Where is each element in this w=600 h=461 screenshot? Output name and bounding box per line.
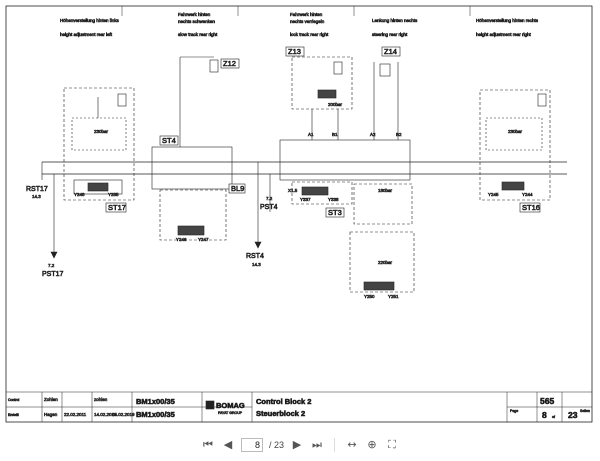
box-label-st3: ST3 xyxy=(328,208,342,217)
tb-date-1: 22.02.2011 xyxy=(64,412,87,417)
tb-total: 23 xyxy=(568,410,578,420)
header-3-line1b: nechts verriegeln xyxy=(290,19,325,24)
tb-model: BM1x00/35 xyxy=(136,397,175,406)
valve-label-y250: Y250 xyxy=(364,294,375,299)
box-label-bl9: BL9 xyxy=(231,184,244,193)
fit-width-icon[interactable]: ↔ xyxy=(347,438,357,451)
tb-company: BOMAG xyxy=(216,401,245,410)
tb-seiten-label: Seiten xyxy=(580,409,590,413)
box-label-st17: ST17 xyxy=(108,203,126,212)
box-label-st16: ST16 xyxy=(522,203,540,212)
ref-pst17: PST17 xyxy=(42,271,64,278)
ref-rst17-num: 14.3 xyxy=(32,194,41,199)
box-label-z13: Z13 xyxy=(288,47,301,56)
next-page-icon[interactable]: ▶ xyxy=(292,438,302,451)
first-page-icon[interactable]: ⏮ xyxy=(203,437,213,451)
box-st3 xyxy=(325,207,345,218)
port-b2: B2 xyxy=(396,132,402,137)
hydraulic-schematic: Höhenverstellung hinten links height adj… xyxy=(5,5,593,423)
ref-pst4: PST4 xyxy=(260,204,278,211)
box-z13 xyxy=(285,46,305,57)
header-5-line2: height adjustment rear right xyxy=(476,32,532,37)
box-bl9 xyxy=(228,183,246,194)
pressure-label-st3: 180bar xyxy=(378,188,393,193)
tb-page-label: Page xyxy=(510,409,518,413)
tb-approved: zohlen xyxy=(94,397,108,402)
header-4-line1: Lenkung hinten nechts xyxy=(372,18,418,23)
box-label-z14: Z14 xyxy=(384,47,397,56)
zoom-icon[interactable]: ⊕ xyxy=(367,438,377,451)
valve-label-x15: X1.5 xyxy=(288,188,298,193)
pressure-label-left: 230bar xyxy=(94,129,109,134)
pressure-label-right: 230bar xyxy=(508,129,523,134)
box-st16 xyxy=(519,202,541,213)
ref-pst17-num: 7.2 xyxy=(48,263,55,268)
port-a2: A2 xyxy=(370,132,376,137)
tb-of-label: of xyxy=(552,415,555,419)
tb-title-en: Control Block 2 xyxy=(256,397,311,406)
tb-name-1: Zohlen xyxy=(44,397,58,402)
header-3-line1: Fahrwerk hinten xyxy=(290,12,323,17)
valve-label-y247: Y247 xyxy=(198,237,209,242)
header-1-line2: height adjustment rear left xyxy=(60,32,113,37)
previous-page-icon[interactable]: ◀ xyxy=(223,438,233,451)
ref-rst4-num: 14.3 xyxy=(252,262,261,267)
toolbar-divider xyxy=(334,437,335,452)
tb-model-2: BM1x00/35 xyxy=(136,410,175,419)
ref-pst4-num: 7.2 xyxy=(266,196,273,201)
ref-rst4: RST4 xyxy=(246,253,264,260)
tb-drawing-no: 565 xyxy=(540,396,554,406)
tb-company-sub: FAYAT GROUP xyxy=(218,411,243,415)
tb-approved-date: 04.02.2019 xyxy=(112,412,135,417)
box-z12 xyxy=(220,58,240,69)
valve-label-y338: Y338 xyxy=(328,197,339,202)
tb-row-label-1: Control xyxy=(8,398,20,402)
valve-label-y245: Y245 xyxy=(488,192,499,197)
header-3-line2: lock track rear right xyxy=(290,32,329,37)
port-a1: A1 xyxy=(308,132,314,137)
header-2-line1b: nechts schwenken xyxy=(178,19,216,24)
schematic-page: Höhenverstellung hinten links height adj… xyxy=(2,2,598,426)
ref-rst17: RST17 xyxy=(26,186,48,193)
pressure-label-z13: 200bar xyxy=(328,102,343,107)
valve-label-y244: Y244 xyxy=(522,192,533,197)
fullscreen-icon[interactable]: ⛶ xyxy=(388,437,396,451)
tb-page: 8 xyxy=(542,410,547,420)
valve-label-y337: Y337 xyxy=(300,197,311,202)
port-b1: B1 xyxy=(332,132,338,137)
box-label-st4: ST4 xyxy=(162,136,176,145)
header-5-line1: Höhenverstellung hinten rechts xyxy=(476,18,539,23)
last-page-icon[interactable]: ⏭ xyxy=(312,437,322,451)
bomag-logo-icon xyxy=(205,400,215,410)
tb-title-de: Steuerblock 2 xyxy=(256,409,305,418)
header-2-line2: slow track rear right xyxy=(178,32,218,37)
box-label-z12: Z12 xyxy=(223,59,236,68)
header-2-line1: Fahrwerk hinten xyxy=(178,12,211,17)
valve-label-y255: Y255 xyxy=(108,192,119,197)
header-4-line2: steering rear right xyxy=(372,32,408,37)
drawing-frame xyxy=(5,5,593,423)
box-st4 xyxy=(159,135,179,146)
valve-label-y251: Y251 xyxy=(388,294,399,299)
tb-row-label-2: Erstellt xyxy=(8,413,19,417)
box-z14 xyxy=(381,46,401,57)
viewer-toolbar: ⏮ ◀ / 23 ▶ ⏭ ↔ ⊕ ⛶ xyxy=(0,428,600,461)
tb-date-2: 14.02.2019 xyxy=(94,412,117,417)
valve-label-y246: Y246 xyxy=(176,237,187,242)
tb-name-2: Hagen xyxy=(44,412,58,417)
box-st17 xyxy=(105,202,127,213)
module-st16-outline xyxy=(479,89,551,201)
valve-label-y248: Y248 xyxy=(74,192,85,197)
module-st17-outline xyxy=(63,87,135,201)
page-number-input[interactable] xyxy=(240,437,263,452)
page-total: / 23 xyxy=(268,439,284,450)
pressure-label-low: 220bar xyxy=(378,260,393,265)
header-1-line1: Höhenverstellung hinten links xyxy=(60,18,120,23)
